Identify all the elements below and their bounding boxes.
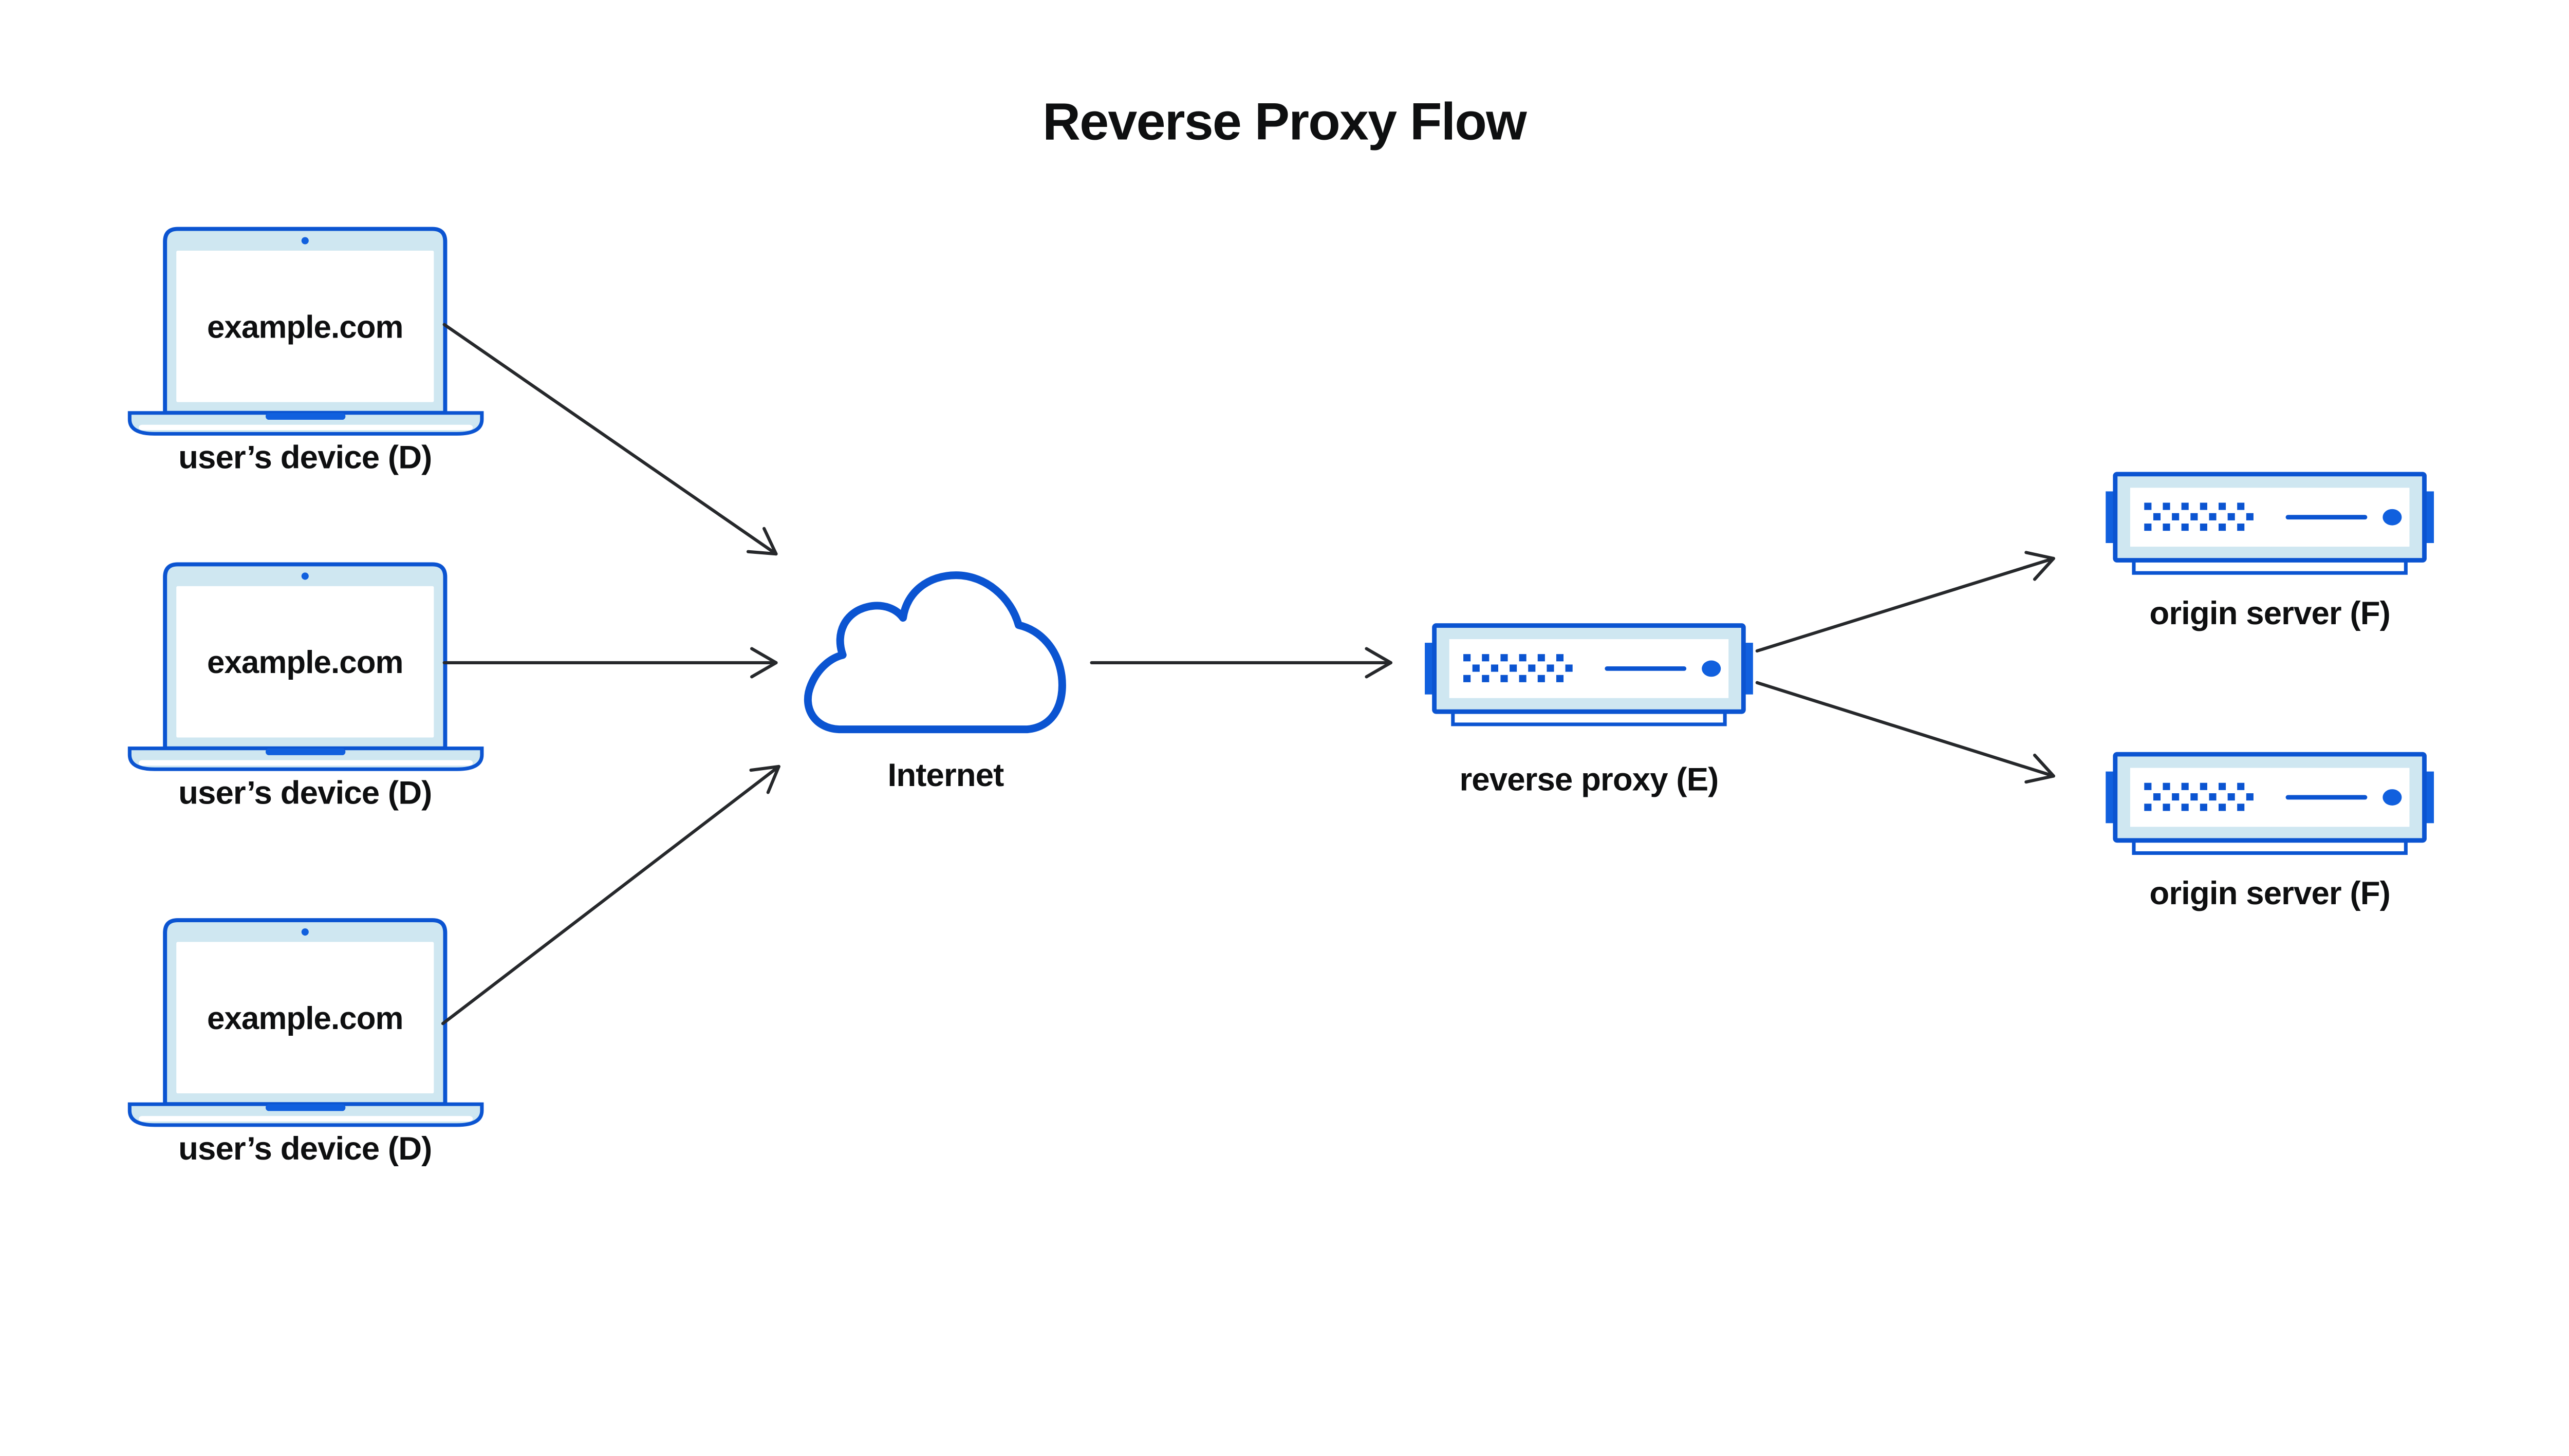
internet-label: Internet	[888, 757, 1004, 793]
user-device-3: example.com user’s device (D)	[129, 920, 482, 1167]
user-device-1: example.com user’s device (D)	[129, 229, 482, 475]
reverse-proxy-label: reverse proxy (E)	[1459, 761, 1718, 798]
reverse-proxy-icon	[1425, 626, 1753, 724]
laptop-screen-text: example.com	[207, 645, 403, 680]
device-label: user’s device (D)	[178, 1130, 432, 1167]
origin-server-icon	[2106, 474, 2434, 573]
laptop-screen-text: example.com	[207, 1001, 403, 1036]
origin-server-icon	[2106, 754, 2434, 853]
arrow-device1-to-internet	[442, 323, 778, 556]
internet-node: Internet	[804, 571, 1066, 793]
reverse-proxy-flow-diagram: Reverse Proxy Flow example.com user’s de…	[127, 91, 2436, 1167]
arrow-proxy-to-origin1	[1755, 551, 2055, 653]
flow-arrows	[441, 323, 2055, 1025]
origin-server-label: origin server (F)	[2149, 875, 2390, 911]
arrow-device3-to-internet	[441, 764, 780, 1025]
arrow-device2-to-internet	[442, 647, 778, 679]
page-title: Reverse Proxy Flow	[1043, 92, 1527, 151]
arrow-proxy-to-origin2	[1755, 681, 2055, 784]
arrow-internet-to-proxy	[1090, 647, 1392, 679]
reverse-proxy-node: reverse proxy (E)	[1425, 626, 1753, 798]
cloud-icon	[804, 571, 1066, 734]
laptop-screen-text: example.com	[207, 309, 403, 345]
origin-server-1: origin server (F)	[2106, 474, 2434, 631]
device-label: user’s device (D)	[178, 774, 432, 811]
origin-server-label: origin server (F)	[2149, 595, 2390, 631]
device-label: user’s device (D)	[178, 439, 432, 475]
diagram-canvas: Reverse Proxy Flow example.com user’s de…	[127, 91, 2436, 1167]
origin-server-2: origin server (F)	[2106, 754, 2434, 911]
user-device-2: example.com user’s device (D)	[129, 564, 482, 811]
